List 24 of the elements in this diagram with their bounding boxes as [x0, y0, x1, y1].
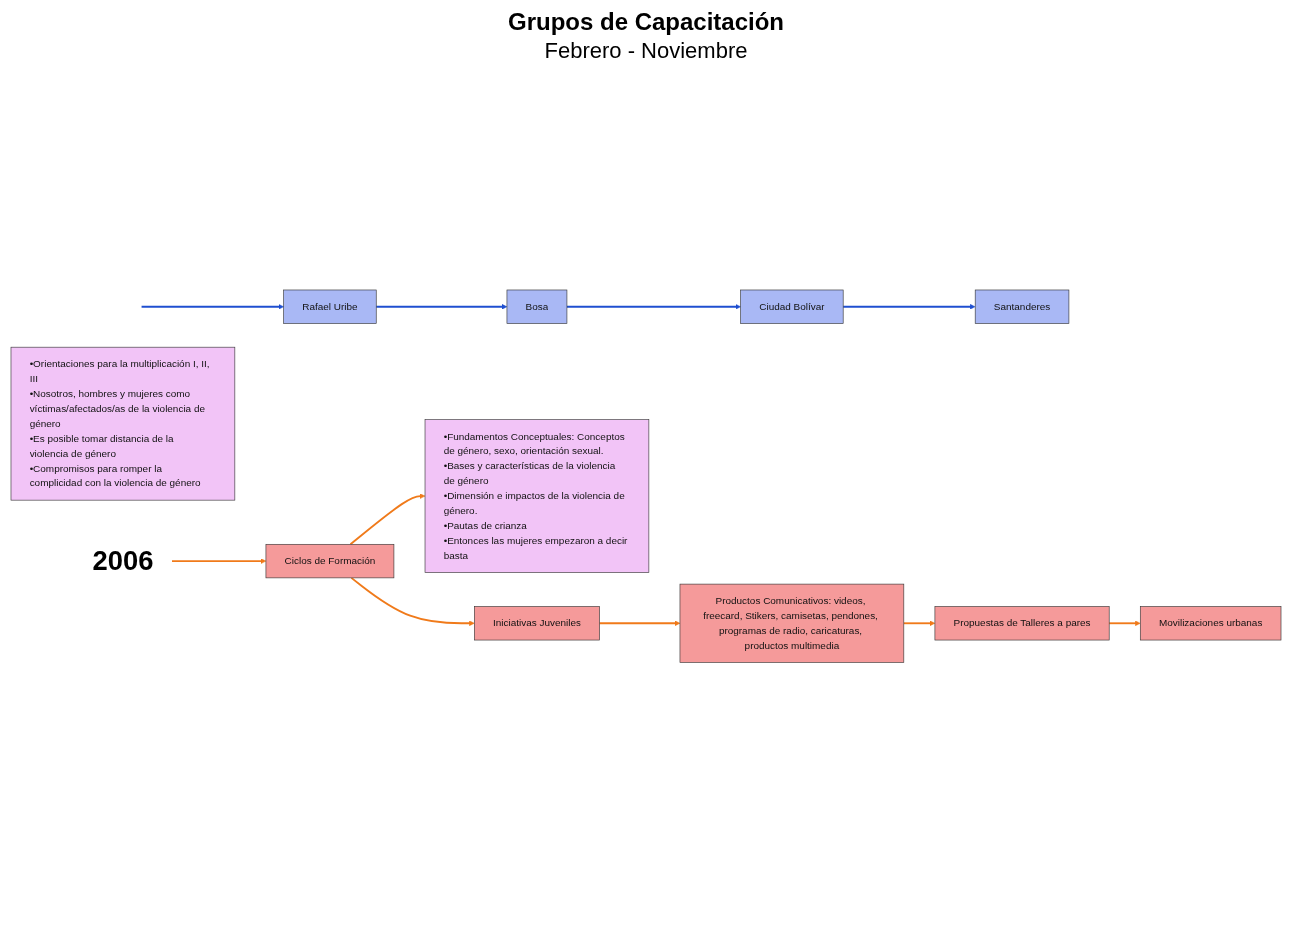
- node-box: Ciudad Bolívar: [740, 289, 844, 324]
- node-box: Ciclos de Formación: [265, 543, 395, 578]
- arrow: [350, 576, 475, 626]
- node-box: Santanderes: [974, 289, 1070, 324]
- node-box: •Orientaciones para la multiplicación I, II, III •Nosotros, hombres y mujeres como víctimas/afectados/as de la violencia de género •Es posible tomar distancia de la violencia de género •Compromisos para romper la complicidad con la violencia de género: [10, 346, 236, 501]
- node-box: Propuestas de Talleres a pares: [934, 605, 1110, 641]
- node-box: •Fundamentos Conceptuales: Conceptos de género, sexo, orientación sexual. •Bases y características de la violencia de género •Dimensión e impactos de la violencia de género. •Pautas de crianza •Entonces las mujeres empezaron a decir basta: [424, 419, 650, 573]
- arrow: [140, 303, 284, 310]
- node-box: Bosa: [506, 289, 568, 324]
- arrow: [375, 303, 508, 310]
- arrow: [349, 493, 426, 545]
- period-label: Febrero - Noviembre: [544, 38, 748, 63]
- node-box: Rafael Uribe: [283, 289, 377, 324]
- arrow: [566, 303, 741, 310]
- arrow: [598, 620, 681, 626]
- node-box: Movilizaciones urbanas: [1140, 605, 1282, 641]
- diagram-title: Grupos de Capacitación: [506, 8, 786, 36]
- arrow: [902, 620, 936, 626]
- node-box: Iniciativas Juveniles: [474, 605, 600, 641]
- node-box: Productos Comunicativos: videos, freecard, Stikers, camisetas, pendones, programas de radio, caricaturas, productos multimedia: [679, 583, 905, 663]
- arrow: [842, 303, 976, 310]
- arrow: [171, 558, 267, 564]
- arrow: [1108, 620, 1141, 626]
- node-text: 2006: [92, 545, 154, 576]
